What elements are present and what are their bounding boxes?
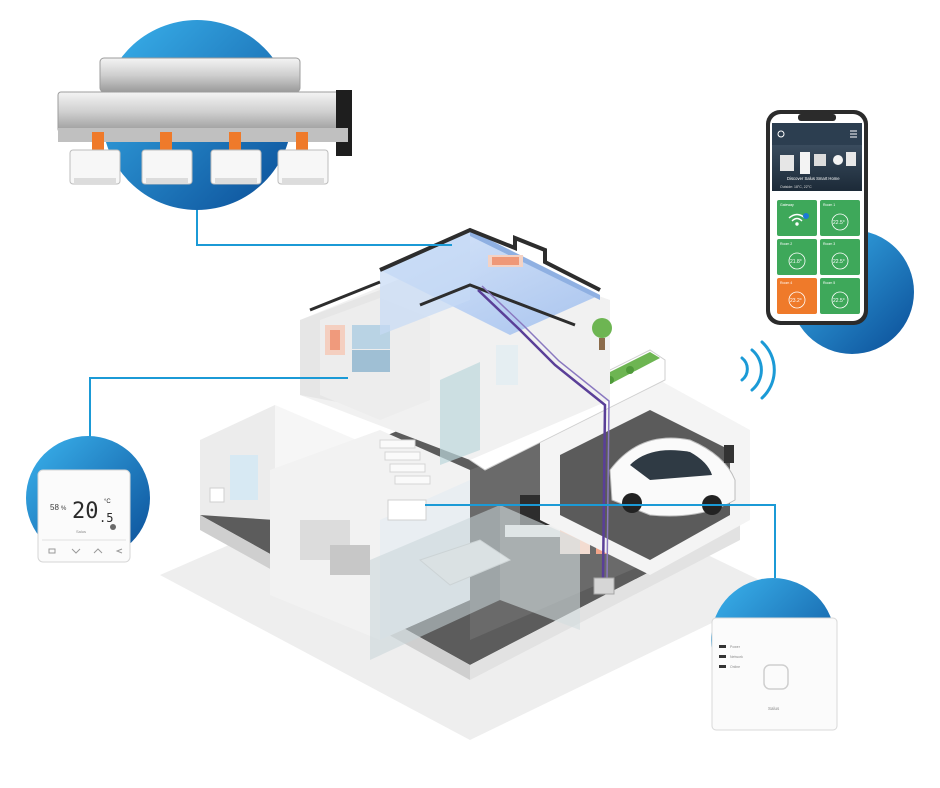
underfloor-manifold xyxy=(57,57,352,185)
menu-icon xyxy=(48,548,56,554)
temperature-dial xyxy=(831,291,849,309)
svg-text:22.5°: 22.5° xyxy=(833,298,845,304)
heating-pipe xyxy=(477,289,607,581)
svg-text:Room 1: Room 1 xyxy=(823,203,835,207)
temperature-decimal: .5 xyxy=(99,511,113,525)
tile-room-5[interactable]: Room 5 22.5° xyxy=(820,278,860,314)
svg-text:23.2°: 23.2° xyxy=(790,298,802,304)
temperature-main: 20 xyxy=(72,499,99,524)
tile-room-1[interactable]: Room 1 22.5° xyxy=(820,200,860,236)
gateway-connector xyxy=(425,504,776,578)
svg-text:22.5°: 22.5° xyxy=(833,259,845,265)
tile-gateway[interactable]: Gateway xyxy=(777,200,817,236)
actuator-3 xyxy=(210,132,262,185)
pipe-junction-box xyxy=(593,577,615,595)
app-header xyxy=(772,123,862,145)
svg-text:Room 5: Room 5 xyxy=(823,281,835,285)
thermostat-touch-buttons xyxy=(48,548,123,554)
svg-text:Room 3: Room 3 xyxy=(823,242,835,246)
svg-text:22.5°: 22.5° xyxy=(833,220,845,226)
svg-text:Room 4: Room 4 xyxy=(780,281,792,285)
gateway-pairing-button[interactable] xyxy=(763,664,789,690)
svg-text:Room 2: Room 2 xyxy=(780,242,792,246)
connector-lines xyxy=(89,207,776,578)
gateway-device xyxy=(711,617,838,731)
gateway-leds: Power Network Online xyxy=(719,645,743,669)
thermostat-connector xyxy=(89,377,348,440)
chevron-up-icon xyxy=(93,548,103,554)
temperature-dial xyxy=(831,252,849,270)
svg-text:21.8°: 21.8° xyxy=(790,259,802,265)
actuator-1 xyxy=(69,132,121,185)
status-text: Outside: 18°C, 22°C xyxy=(780,185,812,189)
humidity-unit: % xyxy=(61,506,67,512)
phone-notch xyxy=(798,114,836,121)
tile-room-4[interactable]: Room 4 23.2° xyxy=(777,278,817,314)
network-led xyxy=(719,655,726,658)
manifold-callout xyxy=(57,20,352,210)
glass-facade xyxy=(370,505,500,660)
thermostat-brand: Salus xyxy=(76,529,86,534)
temperature-dial xyxy=(788,291,806,309)
house-cutaway xyxy=(200,227,750,680)
chevron-down-icon xyxy=(71,548,81,554)
led-label-online: Online xyxy=(730,665,740,669)
app-tile-grid: Gateway Room 1 22.5° Room 2 21.8° xyxy=(777,200,860,314)
humidity-value: 58 xyxy=(50,503,59,512)
svg-text:Gateway: Gateway xyxy=(780,203,794,207)
wireless-signal-icon xyxy=(740,340,776,400)
tile-room-3[interactable]: Room 3 22.5° xyxy=(820,239,860,275)
plant xyxy=(592,318,612,338)
banner-text: Discover Salus Smart Home xyxy=(787,176,840,181)
staircase xyxy=(379,439,431,485)
temperature-unit: °C xyxy=(104,499,111,505)
phone-callout: Discover Salus Smart Home Outside: 18°C,… xyxy=(766,110,914,354)
share-icon xyxy=(115,548,123,554)
actuator-4 xyxy=(277,132,329,185)
led-label-network: Network xyxy=(730,655,743,659)
manifold-connector xyxy=(196,207,452,246)
thermostat-device xyxy=(37,469,131,563)
online-led xyxy=(719,665,726,668)
refresh-icon xyxy=(777,130,785,138)
temperature-dial xyxy=(788,252,806,270)
temperature-dial xyxy=(831,213,849,231)
led-label-power: Power xyxy=(730,645,741,649)
gateway-brand: Salus xyxy=(768,706,780,711)
flame-icon xyxy=(110,524,116,530)
gateway-callout: Power Network Online Salus xyxy=(711,578,838,731)
actuator-2 xyxy=(141,132,193,185)
thermostat-callout: 58 % 20 .5 °C Salus xyxy=(26,436,150,563)
ev-charger xyxy=(724,445,734,463)
check-icon xyxy=(803,213,809,219)
power-led xyxy=(719,645,726,648)
tile-room-2[interactable]: Room 2 21.8° xyxy=(777,239,817,275)
hamburger-menu-icon xyxy=(850,130,857,138)
